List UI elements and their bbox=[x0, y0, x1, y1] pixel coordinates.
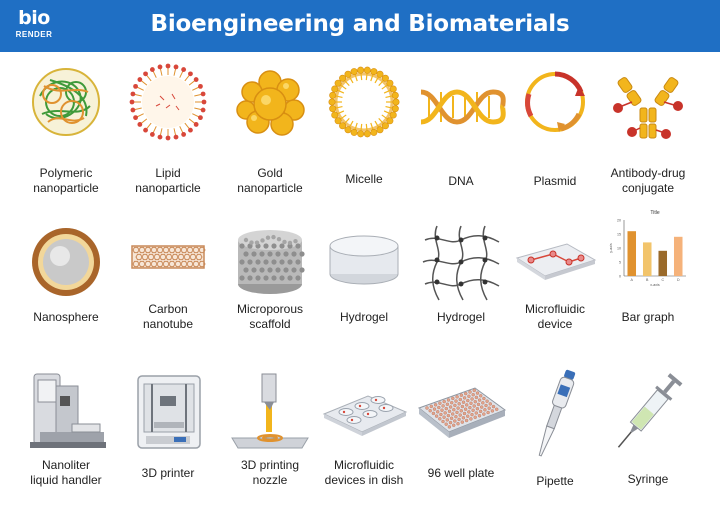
syringe-icon bbox=[602, 366, 694, 458]
label-line-1: Pipette bbox=[536, 474, 574, 488]
label-line-2: nanoparticle bbox=[237, 181, 303, 195]
bar-graph-xlabel: x-axis bbox=[650, 283, 660, 287]
bar-graph-xtick: A bbox=[631, 278, 634, 282]
label-line-2: device bbox=[537, 317, 573, 331]
label-line-1: 96 well plate bbox=[427, 466, 495, 480]
grid-item-3d-printer: 3D printer bbox=[117, 366, 219, 512]
3d-printing-nozzle-icon bbox=[224, 366, 316, 458]
grid-item-antibody-drug-conjugate: Antibody-drug conjugate bbox=[597, 56, 699, 202]
label-line-1: Antibody-drug bbox=[610, 166, 686, 180]
bar-graph-xtick: B bbox=[646, 278, 649, 282]
bar-graph-ytick: 0 bbox=[619, 275, 621, 279]
polymeric-nanoparticle-icon bbox=[20, 56, 112, 148]
lipid-nanoparticle-icon bbox=[122, 56, 214, 148]
bar-graph-xtick: C bbox=[661, 278, 664, 282]
label-line-1: Micelle bbox=[345, 172, 383, 186]
bar-graph-bar bbox=[658, 250, 668, 276]
grid-item-micelle: Micelle bbox=[313, 56, 415, 202]
microfluidic-device-icon bbox=[509, 216, 601, 308]
hydrogel-network-icon bbox=[415, 216, 507, 308]
label-line-1: Microporous bbox=[236, 302, 304, 316]
grid-item-carbon-nanotube: Carbon nanotube bbox=[117, 216, 219, 362]
biorender-logo: bio RENDER bbox=[14, 8, 54, 48]
grid-item-3d-printing-nozzle: 3D printing nozzle bbox=[219, 366, 321, 512]
label-line-1: Lipid bbox=[155, 166, 181, 180]
nanoliter-liquid-handler-icon bbox=[20, 366, 112, 458]
bar-graph-bar bbox=[673, 236, 683, 276]
label-line-1: DNA bbox=[448, 174, 474, 188]
grid-item-nanoliter-liquid-handler: Nanoliter liquid handler bbox=[15, 366, 117, 512]
3d-printer-icon bbox=[122, 366, 214, 458]
bar-graph-ytick: 5 bbox=[619, 261, 621, 265]
logo-mark: bio bbox=[18, 7, 50, 29]
label-line-1: Microfluidic bbox=[333, 458, 394, 472]
label-line-2: conjugate bbox=[621, 181, 675, 195]
grid-item-microfluidic-device: Microfluidic device bbox=[504, 216, 606, 362]
bar-graph-ytick: 15 bbox=[617, 233, 621, 237]
96-well-plate-icon bbox=[415, 366, 507, 458]
grid-item-microporous-scaffold: Microporous scaffold bbox=[219, 216, 321, 362]
label-line-1: Hydrogel bbox=[436, 310, 486, 324]
antibody-drug-conjugate-icon bbox=[602, 56, 694, 148]
microfluidic-devices-in-dish-icon bbox=[318, 366, 410, 458]
grid-item-hydrogel-disc: Hydrogel bbox=[313, 216, 415, 362]
label-line-1: Microfluidic bbox=[524, 302, 585, 316]
header-banner: bio RENDER Bioengineering and Biomateria… bbox=[0, 0, 720, 52]
label-line-2: nanotube bbox=[142, 317, 194, 331]
microporous-scaffold-icon bbox=[224, 216, 316, 308]
label-line-2: nanoparticle bbox=[33, 181, 99, 195]
label-line-1: 3D printer bbox=[141, 466, 195, 480]
nanosphere-icon bbox=[20, 216, 112, 308]
carbon-nanotube-icon bbox=[122, 216, 214, 308]
logo-text: RENDER bbox=[15, 30, 53, 39]
bar-graph-ytick: 10 bbox=[617, 247, 621, 251]
grid-item-polymeric-nanoparticle: Polymeric nanoparticle bbox=[15, 56, 117, 202]
plasmid-icon bbox=[509, 56, 601, 148]
grid-item-pipette: Pipette bbox=[504, 366, 606, 512]
label-line-1: Carbon bbox=[148, 302, 188, 316]
label-line-1: Bar graph bbox=[621, 310, 675, 324]
label-line-1: Nanoliter bbox=[41, 458, 91, 472]
label-line-2: nanoparticle bbox=[135, 181, 201, 195]
grid-item-syringe: Syringe bbox=[597, 366, 699, 512]
page-title: Bioengineering and Biomaterials bbox=[150, 11, 570, 37]
bar-graph-title: Title bbox=[650, 210, 659, 216]
label-line-1: Hydrogel bbox=[339, 310, 389, 324]
label-line-1: Polymeric bbox=[39, 166, 93, 180]
bar-graph-bar bbox=[627, 231, 637, 276]
bar-graph-ylabel: y-axis bbox=[609, 243, 613, 253]
grid-item-lipid-nanoparticle: Lipid nanoparticle bbox=[117, 56, 219, 202]
bar-graph-xtick: D bbox=[677, 278, 680, 282]
label-line-1: Gold bbox=[257, 166, 283, 180]
bar-graph-ytick: 20 bbox=[617, 219, 621, 223]
label-line-1: Plasmid bbox=[533, 174, 577, 188]
label-line-2: scaffold bbox=[249, 317, 291, 331]
label-line-2: nozzle bbox=[252, 473, 288, 487]
label-line-1: 3D printing bbox=[240, 458, 300, 472]
bar-graph-bar bbox=[642, 242, 652, 276]
grid-item-dna: DNA bbox=[410, 56, 512, 202]
label-line-2: devices in dish bbox=[324, 473, 404, 487]
label-line-1: Nanosphere bbox=[33, 310, 99, 324]
icon-grid: Polymeric nanoparticle Lipid nanoparticl… bbox=[0, 56, 720, 504]
pipette-icon bbox=[509, 366, 601, 458]
grid-item-96-well-plate: 96 well plate bbox=[410, 366, 512, 512]
gold-nanoparticle-icon bbox=[224, 56, 316, 148]
label-line-2: liquid handler bbox=[30, 473, 102, 487]
grid-item-microfluidic-devices-in-dish: Microfluidic devices in dish bbox=[313, 366, 415, 512]
grid-item-gold-nanoparticle: Gold nanoparticle bbox=[219, 56, 321, 202]
label-line-1: Syringe bbox=[627, 472, 669, 486]
grid-item-nanosphere: Nanosphere bbox=[15, 216, 117, 362]
micelle-icon bbox=[318, 56, 410, 148]
grid-item-plasmid: Plasmid bbox=[504, 56, 606, 202]
grid-item-hydrogel-network: Hydrogel bbox=[410, 216, 512, 362]
hydrogel-disc-icon bbox=[318, 216, 410, 308]
dna-icon bbox=[415, 56, 507, 148]
